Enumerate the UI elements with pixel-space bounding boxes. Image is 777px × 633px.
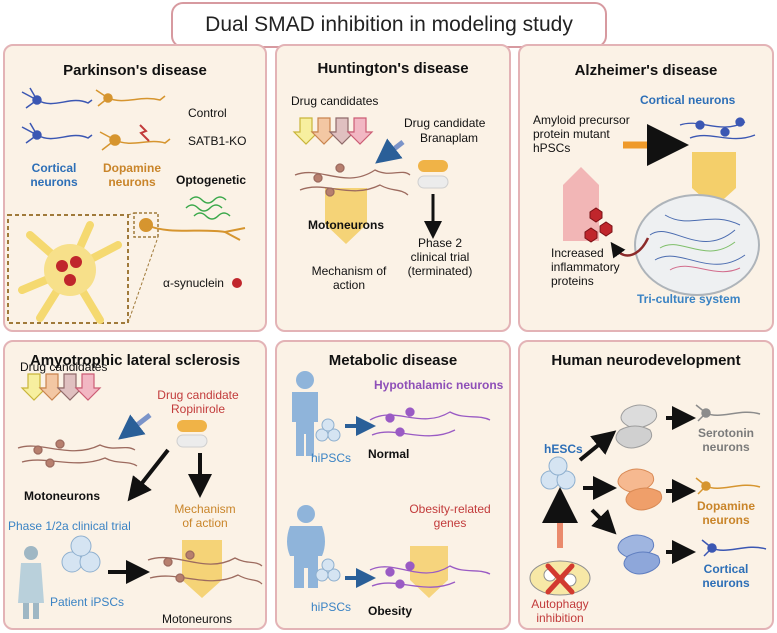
progenitor-grey-icon xyxy=(615,404,658,449)
panel-title-neurodevelopment: Human neurodevelopment xyxy=(551,352,741,369)
tri-culture-dish-icon xyxy=(634,194,760,296)
dopamine-neuron-main xyxy=(139,218,246,241)
dopamine-neurons-label: Dopamine neurons xyxy=(102,161,161,189)
app-hpscs-label: Amyloid precursor protein mutant hPSCs xyxy=(533,113,630,155)
patient-figure-icon xyxy=(18,546,44,619)
satb1-label: SATB1-KO xyxy=(188,134,247,148)
hescs-label: hESCs xyxy=(544,442,583,456)
hd-drug-candidate-label: Drug candidate xyxy=(404,116,486,130)
progenitor-orange-icon xyxy=(617,468,663,511)
obesity-label: Obesity xyxy=(368,604,413,618)
serotonin-label: Serotonin neurons xyxy=(698,426,754,454)
chevron-met xyxy=(410,546,448,598)
panel-parkinsons: Parkinson's disease xyxy=(3,44,267,332)
cortical-neuron-network-ad xyxy=(679,117,756,140)
ad-cortical-label: Cortical neurons xyxy=(640,93,736,107)
progenitor-blue-icon xyxy=(617,534,661,575)
hd-mechanism-label: Mechanism of action xyxy=(311,264,387,292)
person-obese-icon xyxy=(287,505,325,588)
als-motoneurons-label: Motoneurons xyxy=(24,489,100,503)
hypothalamic-label: Hypothalamic neurons xyxy=(374,378,504,392)
synuclein-dot-icon xyxy=(232,278,242,288)
curved-arrow-ad xyxy=(610,237,650,259)
panel-huntingtons: Huntington's disease xyxy=(275,44,511,332)
hipscs-label-1: hiPSCs xyxy=(311,451,352,465)
synuclein-label: α-synuclein xyxy=(163,276,224,290)
hesc-cluster-icon xyxy=(540,456,576,490)
ropinirole-label: Drug candidate Ropinirole xyxy=(157,388,239,416)
cortical-neurons-label: Cortical neurons xyxy=(30,161,78,189)
blue-arrow-als xyxy=(118,413,152,440)
chevron-als xyxy=(182,540,222,598)
triculture-label: Tri-culture system xyxy=(637,292,741,306)
als-drug-candidates-label: Drug candidates xyxy=(20,360,108,374)
dopamine-neuron-icon-hn xyxy=(695,477,761,495)
chevron-ad xyxy=(692,152,736,208)
diag-arrow-als xyxy=(127,448,170,502)
phase12a-label: Phase 1/2a clinical trial xyxy=(8,519,131,533)
drug-candidate-arrows-als xyxy=(20,373,102,401)
obesity-genes-label: Obesity-related genes xyxy=(409,502,491,530)
arrow-to-cortical xyxy=(590,508,617,535)
person-normal-icon xyxy=(292,371,318,456)
panel-title-metabolic: Metabolic disease xyxy=(328,352,458,369)
hn-dopamine-label: Dopamine neurons xyxy=(696,499,755,527)
hd-motoneurons-label: Motoneurons xyxy=(308,218,384,232)
figure-title: Dual SMAD inhibition in modeling study xyxy=(171,2,607,48)
capsule-icon xyxy=(417,160,449,189)
optogenetic-label: Optogenetic xyxy=(176,173,247,187)
chevron-hd xyxy=(325,188,367,244)
normal-label: Normal xyxy=(368,447,410,461)
light-wave-icon xyxy=(185,196,231,220)
ipsc-cluster-icon xyxy=(61,535,101,573)
arrow-to-serotonin xyxy=(578,430,617,462)
protein-hexagon-icon xyxy=(584,207,613,243)
phase2-label: Phase 2 clinical trial (terminated) xyxy=(407,236,473,278)
panel-title-als: Amyotrophic lateral sclerosis xyxy=(29,352,241,369)
cortical-neuron-icon xyxy=(21,87,93,144)
branaplam-label: Branaplam xyxy=(420,131,479,145)
motoneuron-network-hd xyxy=(294,163,411,197)
capsule-icon-als xyxy=(176,420,208,448)
hipsc-cluster-2 xyxy=(315,558,341,582)
lightning-icon xyxy=(139,124,150,142)
cortical-neuron-icon-hn xyxy=(701,539,767,557)
panel-title-huntingtons: Huntington's disease xyxy=(317,60,469,77)
hd-drug-candidates-label: Drug candidates xyxy=(291,94,379,108)
blue-arrow-hd xyxy=(375,138,405,164)
patient-ipscs-label: Patient iPSCs xyxy=(50,595,125,609)
pink-chevron-ad xyxy=(563,167,599,241)
hipscs-label-2: hiPSCs xyxy=(311,600,352,614)
dopamine-neuron-enlarged xyxy=(18,221,122,324)
autophagy-label: Autophagy inhibition xyxy=(531,597,589,625)
hipsc-cluster-1 xyxy=(315,418,341,442)
zoom-box xyxy=(7,214,129,324)
inflammatory-label: Increased inflammatory proteins xyxy=(551,246,620,288)
serotonin-neuron-icon xyxy=(695,404,761,422)
motoneuron-network-als-2 xyxy=(147,550,263,585)
x-mark-icon xyxy=(545,563,575,595)
drug-candidate-arrows xyxy=(292,117,374,145)
als-mechanism-label: Mechanism of action xyxy=(174,502,236,530)
hypothalamic-network-2 xyxy=(369,561,491,589)
panel-title-parkinsons: Parkinson's disease xyxy=(63,62,207,79)
als-motoneurons-2-label: Motoneurons xyxy=(162,612,233,626)
hn-cortical-label: Cortical neurons xyxy=(702,562,750,590)
motoneuron-network-als xyxy=(17,439,138,468)
panel-title-alzheimers: Alzheimer's disease xyxy=(574,62,718,79)
dopamine-neuron-icon xyxy=(95,89,171,151)
hypothalamic-network-1 xyxy=(369,407,491,437)
control-label: Control xyxy=(188,106,227,120)
